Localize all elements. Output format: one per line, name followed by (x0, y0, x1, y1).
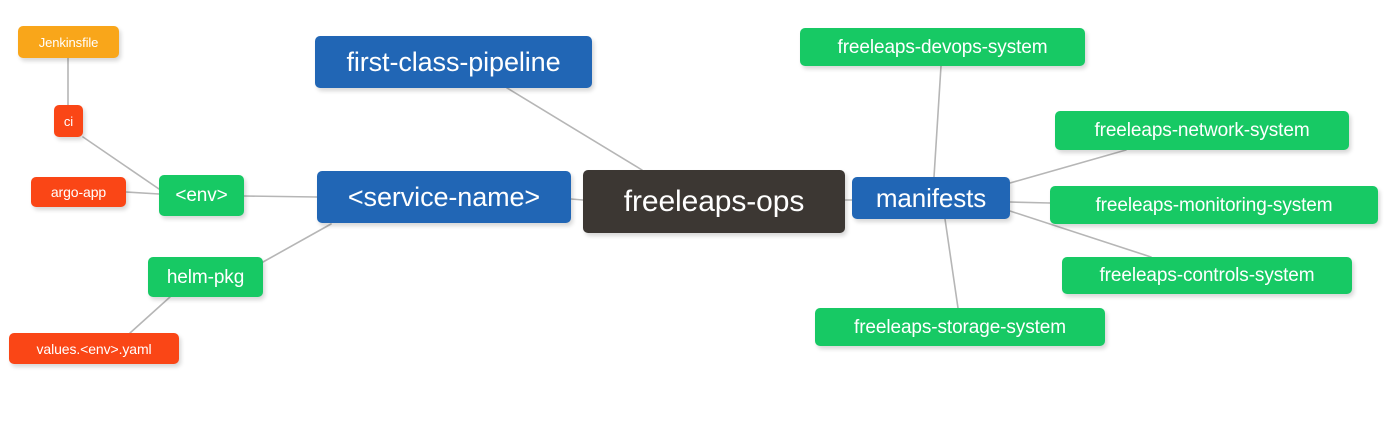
edge-service-name-to-freeleaps-ops (570, 198, 584, 201)
node-jenkinsfile[interactable]: Jenkinsfile (18, 26, 119, 58)
edge-helm-pkg-to-service-name (262, 223, 332, 263)
edge-manifests-to-freeleaps-devops-system (933, 65, 942, 178)
node-service-name[interactable]: <service-name> (317, 171, 571, 223)
node-first-class-pipeline[interactable]: first-class-pipeline (315, 36, 592, 88)
node-label-jenkinsfile: Jenkinsfile (38, 34, 99, 50)
node-freeleaps-monitoring-system[interactable]: freeleaps-monitoring-system (1050, 186, 1378, 224)
edge-first-class-pipeline-to-freeleaps-ops (506, 87, 643, 171)
edge-manifests-to-freeleaps-storage-system (944, 218, 959, 309)
edge-manifests-to-freeleaps-network-system (1009, 149, 1127, 184)
node-manifests[interactable]: manifests (852, 177, 1010, 219)
node-freeleaps-network-system[interactable]: freeleaps-network-system (1055, 111, 1349, 150)
node-label-values-yaml: values.<env>.yaml (36, 340, 152, 357)
edge-env-to-service-name (243, 195, 318, 198)
node-label-freeleaps-devops-system: freeleaps-devops-system (837, 36, 1048, 58)
edge-values-yaml-to-helm-pkg (129, 296, 171, 334)
node-freeleaps-storage-system[interactable]: freeleaps-storage-system (815, 308, 1105, 346)
edge-manifests-to-freeleaps-monitoring-system (1009, 201, 1051, 204)
node-label-freeleaps-storage-system: freeleaps-storage-system (854, 316, 1066, 338)
node-label-argo-app: argo-app (50, 184, 107, 200)
node-label-first-class-pipeline: first-class-pipeline (346, 46, 561, 77)
node-label-freeleaps-network-system: freeleaps-network-system (1094, 120, 1310, 141)
node-freeleaps-controls-system[interactable]: freeleaps-controls-system (1062, 257, 1352, 294)
edge-argo-app-to-env (125, 191, 160, 195)
node-label-freeleaps-controls-system: freeleaps-controls-system (1099, 265, 1315, 286)
node-helm-pkg[interactable]: helm-pkg (148, 257, 263, 297)
node-values-yaml[interactable]: values.<env>.yaml (9, 333, 179, 364)
node-env[interactable]: <env> (159, 175, 244, 216)
node-label-env: <env> (175, 185, 228, 206)
node-label-helm-pkg: helm-pkg (166, 266, 245, 288)
node-ci[interactable]: ci (54, 105, 83, 137)
node-label-service-name: <service-name> (347, 181, 541, 212)
node-argo-app[interactable]: argo-app (31, 177, 126, 207)
node-freeleaps-devops-system[interactable]: freeleaps-devops-system (800, 28, 1085, 66)
node-label-freeleaps-monitoring-system: freeleaps-monitoring-system (1095, 194, 1333, 216)
node-label-freeleaps-ops: freeleaps-ops (623, 184, 805, 218)
node-label-ci: ci (63, 113, 74, 129)
node-freeleaps-ops[interactable]: freeleaps-ops (583, 170, 845, 233)
node-label-manifests: manifests (875, 183, 987, 213)
